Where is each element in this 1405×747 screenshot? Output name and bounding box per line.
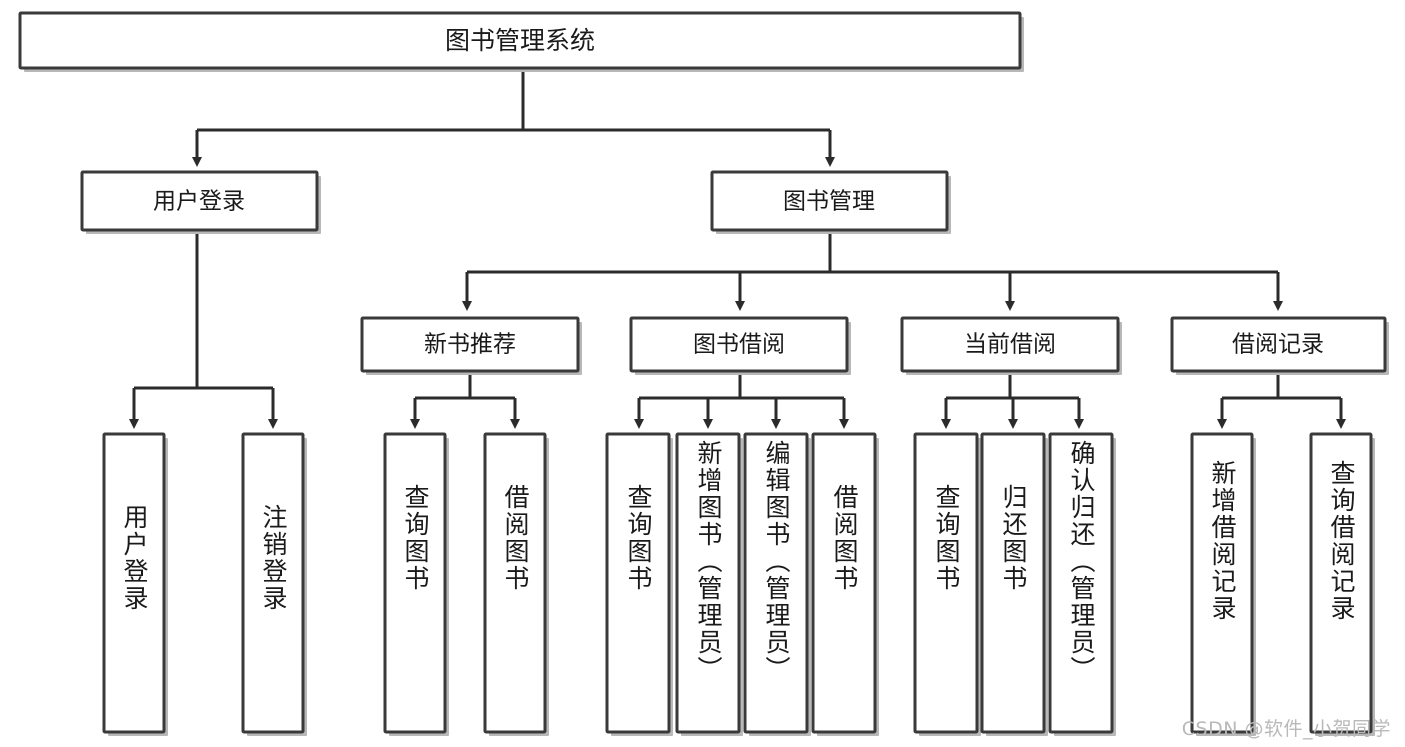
node-book-borrow[interactable]: 图书借阅: [629, 316, 851, 375]
connector-userlogin-to-leaves: [129, 232, 278, 429]
node-current-borrow-label: 当前借阅: [964, 332, 1056, 358]
node-new-book-recommend[interactable]: 新书推荐: [360, 316, 582, 375]
leaf-current-borrow-1[interactable]: [913, 432, 981, 736]
connector-bookmgmt-to-level3: [462, 232, 1283, 311]
connector-newbook-to-leaves: [410, 373, 520, 429]
node-book-management[interactable]: 图书管理: [710, 170, 951, 234]
connector-bookborrow-to-leaves: [634, 373, 849, 429]
leaf-user-login-1[interactable]: [102, 432, 168, 736]
leaf-book-borrow-3[interactable]: [743, 432, 811, 736]
csdn-watermark: CSDN @软件_小贺同学: [1181, 718, 1391, 740]
node-book-management-label: 图书管理: [783, 189, 875, 215]
node-user-login-label: 用户登录: [153, 189, 245, 215]
leaf-book-borrow-4[interactable]: [811, 432, 879, 736]
node-user-login[interactable]: 用户登录: [80, 170, 321, 234]
leaf-current-borrow-2[interactable]: [980, 432, 1048, 736]
node-borrow-record[interactable]: 借阅记录: [1170, 316, 1389, 375]
node-root-system[interactable]: 图书管理系统: [18, 11, 1024, 72]
leaf-current-borrow-3[interactable]: [1048, 432, 1116, 736]
node-current-borrow[interactable]: 当前借阅: [900, 316, 1122, 375]
leaf-borrow-record-1[interactable]: [1190, 432, 1256, 736]
connector-root-to-level2: [192, 70, 835, 167]
node-root-label: 图书管理系统: [445, 26, 595, 55]
connector-currentborrow-to-leaves: [941, 373, 1084, 429]
leaf-borrow-record-2[interactable]: [1309, 432, 1375, 736]
connector-borrowrecord-to-leaves: [1217, 373, 1346, 429]
leaf-book-borrow-2[interactable]: [675, 432, 743, 736]
node-borrow-record-label: 借阅记录: [1232, 332, 1324, 358]
node-new-book-recommend-label: 新书推荐: [424, 332, 516, 358]
leaf-user-login-2[interactable]: [241, 432, 307, 736]
node-book-borrow-label: 图书借阅: [693, 332, 785, 358]
leaf-new-book-2[interactable]: [483, 432, 549, 736]
leaf-book-borrow-1[interactable]: [605, 432, 673, 736]
leaf-new-book-1[interactable]: [383, 432, 449, 736]
